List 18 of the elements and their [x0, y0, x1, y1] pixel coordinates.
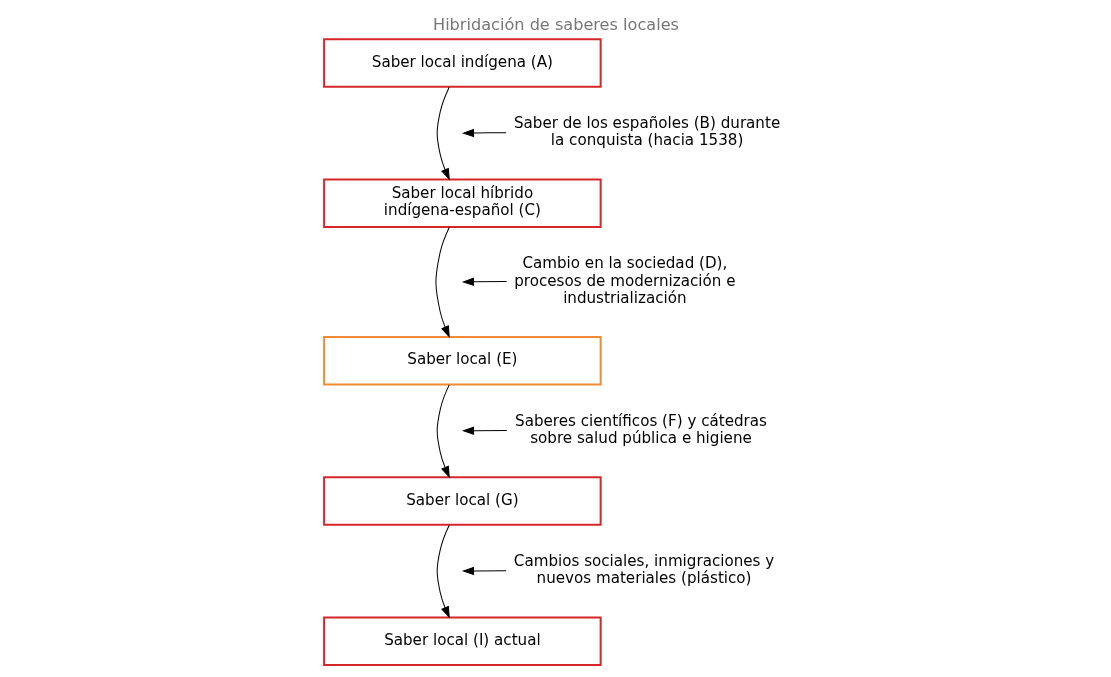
- node-text: Saberes científicos (F) y cátedras sobre salud pública e higiene: [514, 411, 767, 447]
- arrow: [461, 566, 507, 575]
- arrow: [461, 128, 507, 137]
- node-box: Saber local (G): [322, 475, 602, 526]
- node-text: Cambios sociales, inmigraciones y nuevos materiales (plástico): [513, 551, 774, 587]
- node-box: Saber local (I) actual: [322, 616, 602, 666]
- arrow: [436, 524, 450, 618]
- arrow: [436, 383, 450, 478]
- node-box: Saber local indígena (A): [322, 37, 602, 88]
- node-box: Saber local (E): [322, 335, 602, 385]
- diagram-title: Hibridación de saberes locales: [432, 14, 679, 34]
- node-text: Cambio en la sociedad (D), procesos de modernización e industrialización: [513, 253, 735, 307]
- arrow: [461, 277, 507, 286]
- arrow: [436, 86, 450, 180]
- node-text: Saber de los españoles (B) durante la conquista (hacia 1538): [513, 113, 780, 149]
- node-box: Saber local híbrido indígena-español (C): [322, 178, 602, 228]
- arrow: [461, 425, 507, 435]
- arrow: [434, 226, 450, 338]
